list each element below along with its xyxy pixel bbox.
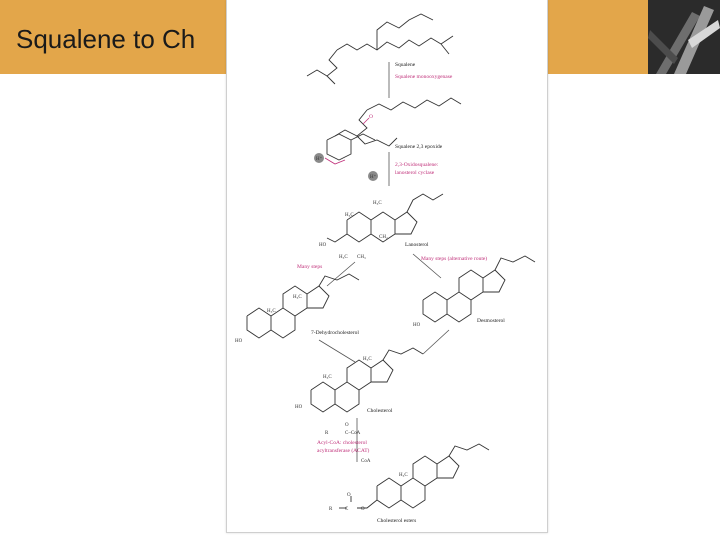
label-squalene-epoxide: Squalene 2,3 epoxide: [395, 144, 443, 150]
enzyme-many-steps-right: Many steps (alternative route): [421, 255, 487, 262]
pathway-figure: Squalene Squalene monooxygenase O Squale…: [226, 0, 548, 533]
squalene-structure: [306, 13, 454, 85]
epoxide-oxygen: O: [369, 114, 373, 120]
enzyme-cyclase-line2: lanosterol cyclase: [395, 170, 435, 176]
dehydro-h3c-left: H₃C: [267, 309, 276, 314]
desmosterol-structure: [422, 255, 536, 323]
lanosterol-ho: HO: [319, 243, 327, 248]
enzyme-cyclase-line1: 2,3-Oxidosqualene:: [395, 162, 439, 168]
enzyme-many-steps-left: Many steps: [297, 264, 322, 270]
cholesterol-ester-structure: [339, 443, 490, 509]
cholesterol-h3c-left: H₃C: [323, 375, 332, 380]
desmosterol-ho: HO: [413, 323, 421, 328]
h-plus-right: H⁺: [370, 174, 377, 180]
cholesterol-h3c-top: H₃C: [363, 357, 372, 362]
arrow-right-branch: [412, 253, 442, 279]
ester-h3c: H₃C: [399, 473, 408, 478]
slide-title: Squalene to Ch: [16, 24, 196, 54]
cholesterol-pathway-diagram: Squalene Squalene monooxygenase O Squale…: [235, 13, 536, 524]
lanosterol-ch3: CH₃: [357, 255, 366, 260]
acat-r: R: [325, 431, 329, 436]
ester-o-link: O: [361, 507, 365, 512]
enzyme-acat-line1: Acyl-CoA: cholesterol: [317, 440, 367, 446]
cholesterol-structure: [310, 347, 424, 413]
label-lanosterol: Lanosterol: [405, 242, 429, 248]
ester-c: C: [345, 507, 349, 512]
acat-o: O: [345, 423, 349, 428]
arrow-left-branch: [326, 261, 356, 287]
dehydro-ho: HO: [235, 339, 243, 344]
lanosterol-structure: [326, 193, 444, 243]
dehydro-h3c-top: H₃C: [293, 295, 302, 300]
label-desmosterol: Desmosterol: [477, 318, 505, 324]
label-cholesterol: Cholesterol: [367, 408, 393, 414]
label-7-dehydrocholesterol: 7-Dehydrocholesterol: [311, 330, 359, 336]
cyclase-intermediate: H⁺ H⁺: [314, 133, 378, 181]
arrow-from-dehydro: [318, 339, 356, 363]
lanosterol-h3c-top: H₃C: [373, 201, 382, 206]
logo: [648, 0, 720, 74]
h-plus-left: H⁺: [316, 156, 323, 162]
enzyme-monooxygenase: Squalene monooxygenase: [395, 74, 453, 80]
logo-icon: [648, 6, 720, 74]
epoxide-structure: O: [334, 97, 462, 147]
lanosterol-h3c-bottom: H₃C: [339, 255, 348, 260]
ester-r: R: [329, 507, 333, 512]
acat-c-coa: C–CoA: [345, 431, 361, 436]
acat-coa: CoA: [361, 459, 371, 464]
label-cholesterol-esters: Cholesterol esters: [377, 518, 416, 524]
lanosterol-h3c-left: H₃C: [345, 213, 354, 218]
lanosterol-ch2: CH₂: [379, 235, 388, 240]
arrow-from-desmosterol: [422, 329, 450, 355]
dehydrocholesterol-structure: [246, 273, 360, 339]
enzyme-acat-line2: acyltransferase (ACAT): [317, 447, 370, 454]
label-squalene: Squalene: [395, 62, 416, 68]
ester-o-carbonyl: O: [347, 493, 351, 498]
cholesterol-ho: HO: [295, 405, 303, 410]
